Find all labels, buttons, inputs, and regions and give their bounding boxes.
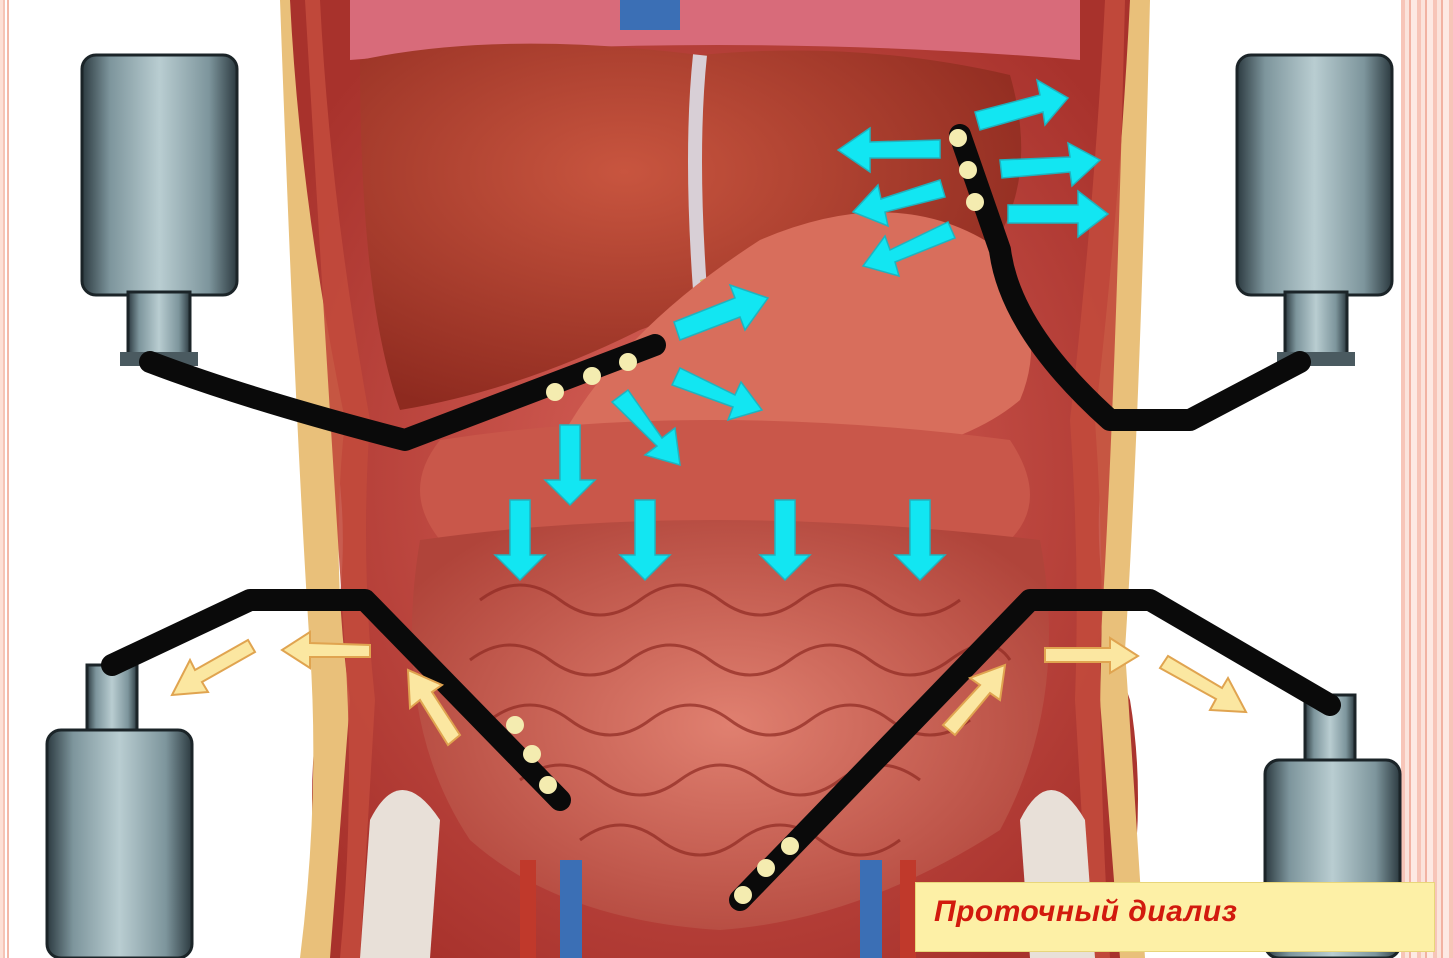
caption-box: Проточный диализ [915, 882, 1435, 952]
slide-caption: Проточный диализ [934, 895, 1237, 929]
bottle-icon [82, 55, 237, 366]
arrow-icon [1160, 656, 1246, 712]
bottle-icon [1237, 55, 1392, 366]
arrow-icon [172, 640, 255, 695]
bottle-icon [47, 665, 192, 958]
torso-illustration [280, 0, 1150, 958]
